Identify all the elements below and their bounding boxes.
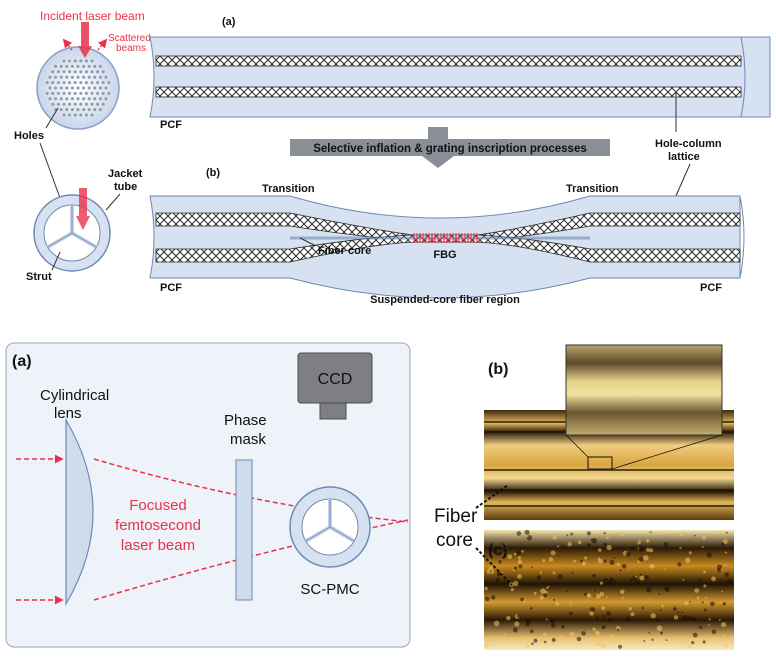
holes-leader-1 — [45, 107, 59, 129]
cylindrical-lens-label-2: lens — [54, 405, 82, 422]
fiber-core-label-bottom-1: Fiber — [434, 506, 478, 527]
ccd-label: CCD — [318, 371, 353, 388]
cylindrical-lens — [65, 417, 94, 607]
strut-label: Strut — [26, 271, 52, 283]
transition-label-right: Transition — [566, 183, 619, 195]
fbg-grating — [413, 233, 478, 243]
micrograph-panels: (b) (c) Fiber core — [434, 344, 734, 650]
cylindrical-lens-label-1: Cylindrical — [40, 387, 109, 404]
jacket-tube-label-1: Jacket — [108, 168, 143, 180]
panel-a-top-label: (a) — [222, 16, 236, 28]
phase-mask — [235, 459, 253, 601]
pcf-cross-section — [36, 22, 120, 130]
fiber-core-label-top: Fiber core — [318, 245, 371, 257]
incident-beam-arrow-head — [78, 46, 92, 58]
incident-beam-arrow-b — [79, 188, 87, 216]
sc-pmc-label: SC-PMC — [300, 581, 359, 598]
pcf-label-a: PCF — [160, 119, 182, 131]
hole-column-label-2: lattice — [668, 151, 700, 163]
scattered-beams-label-2: beams — [116, 43, 146, 54]
ccd-camera — [297, 352, 373, 420]
suspended-core-region-label: Suspended-core fiber region — [370, 294, 520, 306]
zoom-inset — [565, 344, 723, 436]
hole-column-lower — [155, 86, 742, 98]
hole-column-label-1: Hole-column — [655, 138, 722, 150]
holes-label: Holes — [14, 130, 44, 142]
focused-beam-label-2: femtosecond — [115, 517, 201, 534]
tapered-fiber — [149, 195, 745, 299]
incident-laser-beam-label: Incident laser beam — [40, 9, 145, 23]
hole-column-lower-b — [155, 234, 741, 263]
panel-a-bottom-label: (a) — [12, 353, 32, 370]
fiber-core-leader-top — [299, 237, 317, 247]
panel-b-bottom-label: (b) — [488, 361, 508, 378]
pcf-label-b-right: PCF — [700, 282, 722, 294]
pcf-label-b-left: PCF — [160, 282, 182, 294]
fiber-core-leader-b — [475, 484, 509, 509]
phase-mask-label-2: mask — [230, 431, 266, 448]
zoom-leader-2 — [611, 434, 723, 470]
suspended-core-cross-section — [33, 188, 111, 272]
scattered-beams-label-1: Scattered — [108, 33, 151, 44]
setup-panel-frame — [5, 342, 411, 648]
pcf-hole-lattice — [45, 59, 111, 117]
fiber-core-label-bottom-2: core — [436, 530, 473, 551]
fbg-label: FBG — [433, 249, 456, 261]
sc-pmc-cross-section — [289, 486, 371, 568]
micrograph-c-texture — [484, 529, 733, 649]
hole-column-upper — [155, 55, 742, 67]
jacket-leader — [105, 193, 121, 211]
setup-panel: (a) Cylindrical lens Focused femtosecond… — [5, 342, 411, 648]
jacket-tube-label-2: tube — [114, 181, 137, 193]
top-figure: Incident laser beam Scattered beams Hole… — [14, 9, 771, 306]
process-banner: Selective inflation & grating inscriptio… — [290, 127, 610, 168]
zoom-region — [587, 456, 613, 470]
incident-beam-arrow-body — [81, 22, 89, 46]
strut-leader — [51, 251, 61, 271]
transition-label-left: Transition — [262, 183, 315, 195]
zoom-leader-1 — [565, 434, 589, 458]
process-arrow — [414, 127, 462, 168]
fiber-core-leader-c — [475, 547, 513, 586]
process-banner-text: Selective inflation & grating inscriptio… — [313, 143, 587, 155]
focused-beam-label-1: Focused — [129, 497, 187, 514]
scattered-beam-right — [97, 38, 108, 51]
focused-beam-label-3: laser beam — [121, 537, 195, 554]
panel-c-label: (c) — [488, 542, 508, 559]
phase-mask-label-1: Phase — [224, 412, 267, 429]
pcf-straight-fiber — [149, 36, 771, 118]
panel-b-top-label: (b) — [206, 167, 220, 179]
